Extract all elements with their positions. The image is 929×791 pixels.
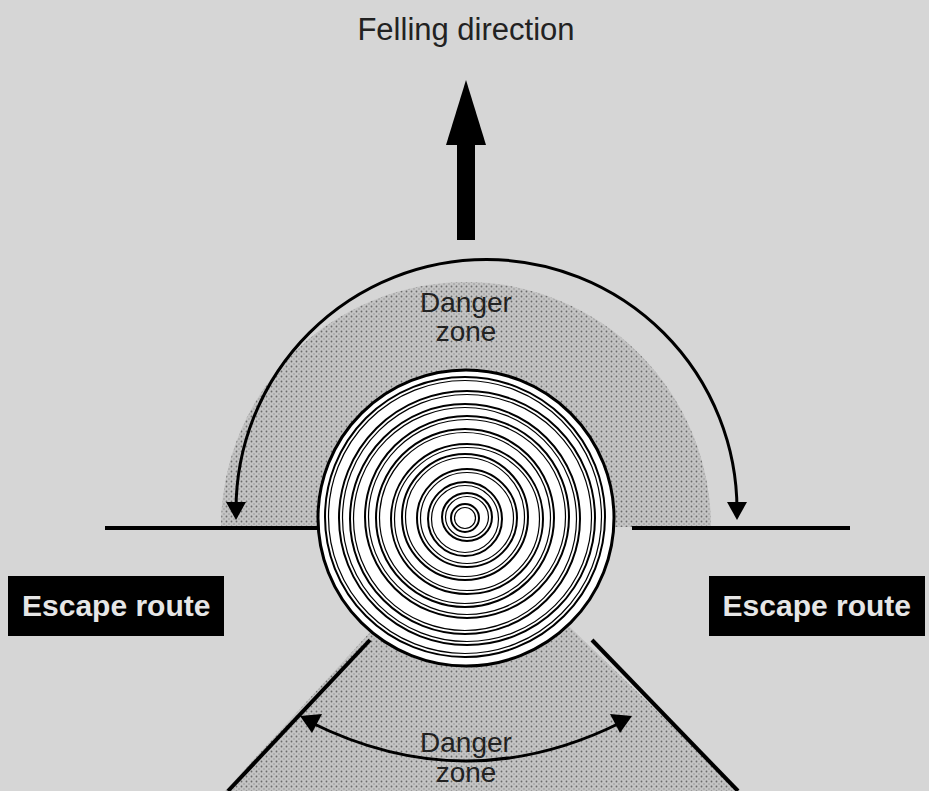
growth-ring bbox=[451, 504, 479, 532]
growth-ring bbox=[428, 482, 502, 556]
boundary-line bbox=[105, 526, 326, 530]
growth-ring bbox=[402, 454, 528, 580]
danger-zone-label: Danger zone bbox=[406, 288, 526, 347]
felling-arrow-head bbox=[446, 80, 486, 145]
growth-ring bbox=[417, 469, 517, 567]
escape-route-box: Escape route bbox=[8, 576, 224, 636]
growth-ring bbox=[329, 381, 602, 654]
growth-ring bbox=[455, 508, 476, 529]
arrow-head bbox=[226, 502, 246, 520]
growth-ring bbox=[432, 486, 499, 553]
felling-arrow bbox=[457, 140, 475, 240]
box-text: Escape route bbox=[723, 589, 911, 624]
growth-ring bbox=[350, 404, 580, 634]
arrow-head bbox=[727, 502, 747, 520]
growth-ring bbox=[391, 444, 543, 594]
growth-ring bbox=[354, 408, 577, 631]
danger-zone-label: Danger zone bbox=[406, 728, 526, 787]
growth-ring bbox=[406, 458, 525, 577]
box-text: Escape route bbox=[22, 589, 210, 624]
growth-ring bbox=[343, 395, 592, 642]
growth-ring bbox=[380, 433, 551, 604]
boundary-line bbox=[228, 640, 370, 791]
growth-ring bbox=[325, 377, 605, 657]
arrow-head bbox=[300, 714, 322, 733]
boundary-line bbox=[632, 526, 850, 530]
arrow-head bbox=[610, 714, 632, 733]
growth-ring bbox=[446, 497, 489, 538]
growth-ring bbox=[369, 420, 566, 615]
growth-ring bbox=[376, 429, 554, 607]
escape-route-box: Escape route bbox=[709, 576, 925, 636]
growth-ring bbox=[442, 493, 492, 541]
growth-ring bbox=[365, 416, 569, 618]
growth-ring bbox=[395, 448, 540, 591]
growth-ring bbox=[339, 391, 595, 645]
growth-ring bbox=[421, 473, 514, 564]
boundary-line bbox=[592, 640, 738, 791]
tree-stump bbox=[318, 370, 614, 666]
felling-direction-label: Felling direction bbox=[266, 14, 666, 47]
